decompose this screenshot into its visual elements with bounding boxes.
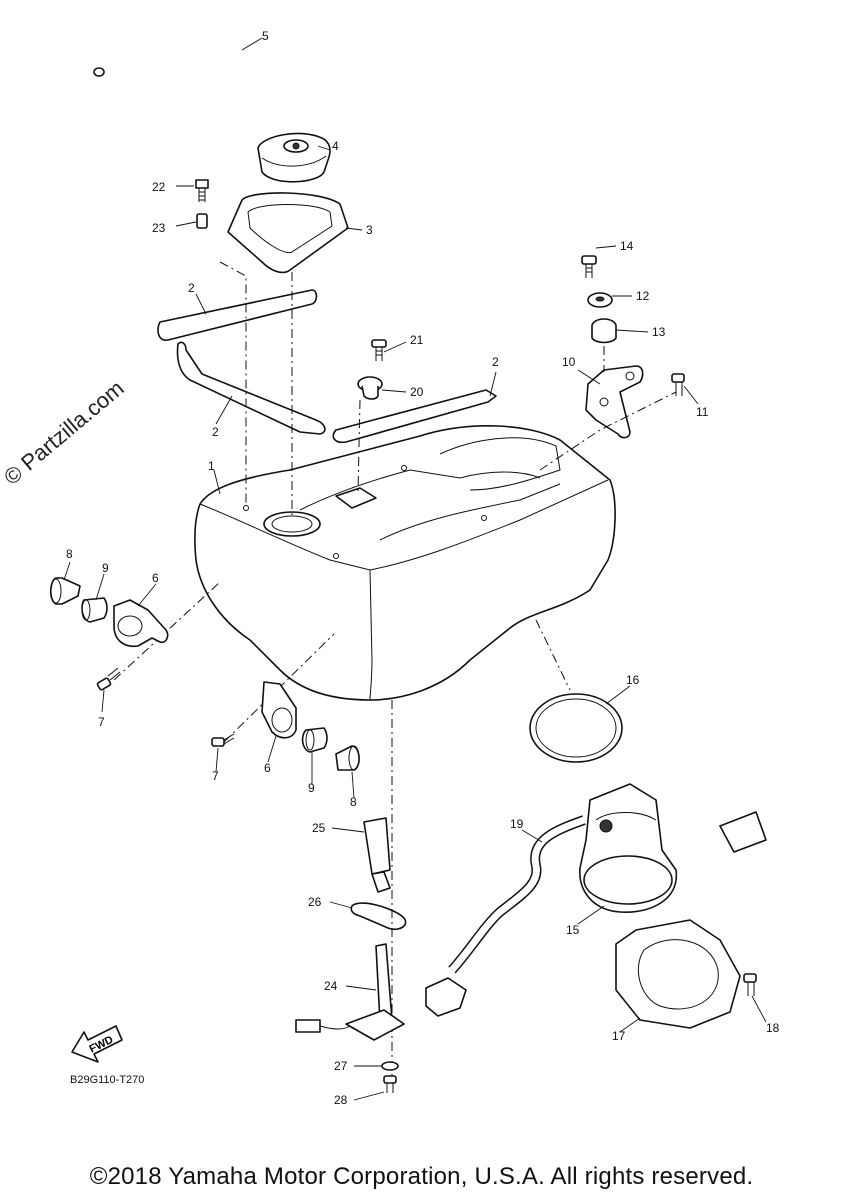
part-2-pad-left[interactable]	[176, 341, 326, 435]
part-6-bracket-right[interactable]	[261, 681, 297, 739]
callout-6-left: 6	[152, 571, 159, 585]
part-4-cap-cover[interactable]	[257, 132, 331, 183]
part-8-cap-left[interactable]	[49, 577, 81, 605]
callout-3: 3	[366, 223, 373, 237]
callout-19: 19	[510, 817, 524, 831]
part-22-bolt[interactable]	[195, 179, 209, 202]
callout-8-left: 8	[66, 547, 73, 561]
callout-6-right: 6	[264, 761, 271, 775]
part-21-screw[interactable]	[371, 339, 387, 361]
part-8-cap-right[interactable]	[335, 745, 360, 771]
callout-5: 5	[262, 29, 269, 43]
part-11-bolt[interactable]	[671, 373, 685, 396]
callout-10: 10	[562, 355, 576, 369]
callout-numbers: 5 4 3 22 23 2 2 2 1 21 20 14 12 13 10 11…	[66, 29, 780, 1107]
part-20-grommet[interactable]	[357, 376, 383, 400]
copyright-notice: ©2018 Yamaha Motor Corporation, U.S.A. A…	[89, 1163, 754, 1190]
part-23-collar[interactable]	[196, 213, 208, 229]
callout-2-left: 2	[212, 425, 219, 439]
part-5-vent-hose[interactable]	[93, 31, 302, 132]
callout-7-left: 7	[98, 715, 105, 729]
part-28-bolt[interactable]	[383, 1075, 397, 1093]
callout-27: 27	[334, 1059, 348, 1073]
part-7-bolt-right[interactable]	[211, 733, 235, 747]
callout-15: 15	[566, 923, 580, 937]
part-9-grommet-left[interactable]	[81, 597, 108, 623]
part-13-damper[interactable]	[591, 318, 617, 344]
callout-8-right: 8	[350, 795, 357, 809]
callout-12: 12	[636, 289, 650, 303]
callout-17: 17	[612, 1029, 626, 1043]
leader-lines	[63, 37, 767, 1101]
part-19-fuel-hose[interactable]	[425, 815, 586, 1017]
part-16-gasket[interactable]	[529, 693, 623, 763]
part-26-oring[interactable]	[350, 902, 407, 931]
callout-21: 21	[410, 333, 424, 347]
part-25-sender[interactable]	[363, 817, 391, 893]
callout-28: 28	[334, 1093, 348, 1107]
part-15-fuel-pump[interactable]	[579, 755, 767, 913]
callout-18: 18	[766, 1021, 780, 1035]
callout-7-right: 7	[212, 769, 219, 783]
part-17-plate[interactable]	[615, 919, 741, 1029]
callout-20: 20	[410, 385, 424, 399]
part-6-bracket-left[interactable]	[113, 599, 169, 648]
part-1-fuel-tank[interactable]	[194, 425, 616, 701]
part-27-washer[interactable]	[381, 1061, 399, 1071]
part-14-bolt[interactable]	[581, 255, 597, 278]
assembly-lines	[113, 261, 677, 1080]
callout-2-upper: 2	[188, 281, 195, 295]
callout-4: 4	[332, 139, 339, 153]
callout-9-right: 9	[308, 781, 315, 795]
part-10-bracket[interactable]	[585, 365, 644, 439]
callout-9-left: 9	[102, 561, 109, 575]
part-24-level-gauge[interactable]	[295, 943, 405, 1041]
callout-1: 1	[208, 459, 215, 473]
callout-13: 13	[652, 325, 666, 339]
part-9-grommet-right[interactable]	[301, 727, 328, 753]
callout-11: 11	[696, 405, 709, 419]
callout-2-right: 2	[492, 355, 499, 369]
diagram-code: B29G110-T270	[70, 1074, 145, 1086]
part-3-cap-bracket[interactable]	[227, 192, 349, 274]
part-7-bolt-left[interactable]	[96, 667, 121, 691]
fwd-arrow-icon: FWD	[71, 1025, 123, 1063]
callout-23: 23	[152, 221, 166, 235]
part-12-washer[interactable]	[587, 292, 613, 308]
callout-25: 25	[312, 821, 326, 835]
callout-22: 22	[152, 180, 166, 194]
fwd-label: FWD	[87, 1034, 115, 1056]
part-18-bolt[interactable]	[743, 973, 757, 996]
callout-16: 16	[626, 673, 640, 687]
part-2-pad-upper[interactable]	[157, 289, 318, 341]
part-2-pad-right[interactable]	[332, 389, 497, 444]
callout-26: 26	[308, 895, 322, 909]
callout-24: 24	[324, 979, 338, 993]
callout-14: 14	[620, 239, 634, 253]
